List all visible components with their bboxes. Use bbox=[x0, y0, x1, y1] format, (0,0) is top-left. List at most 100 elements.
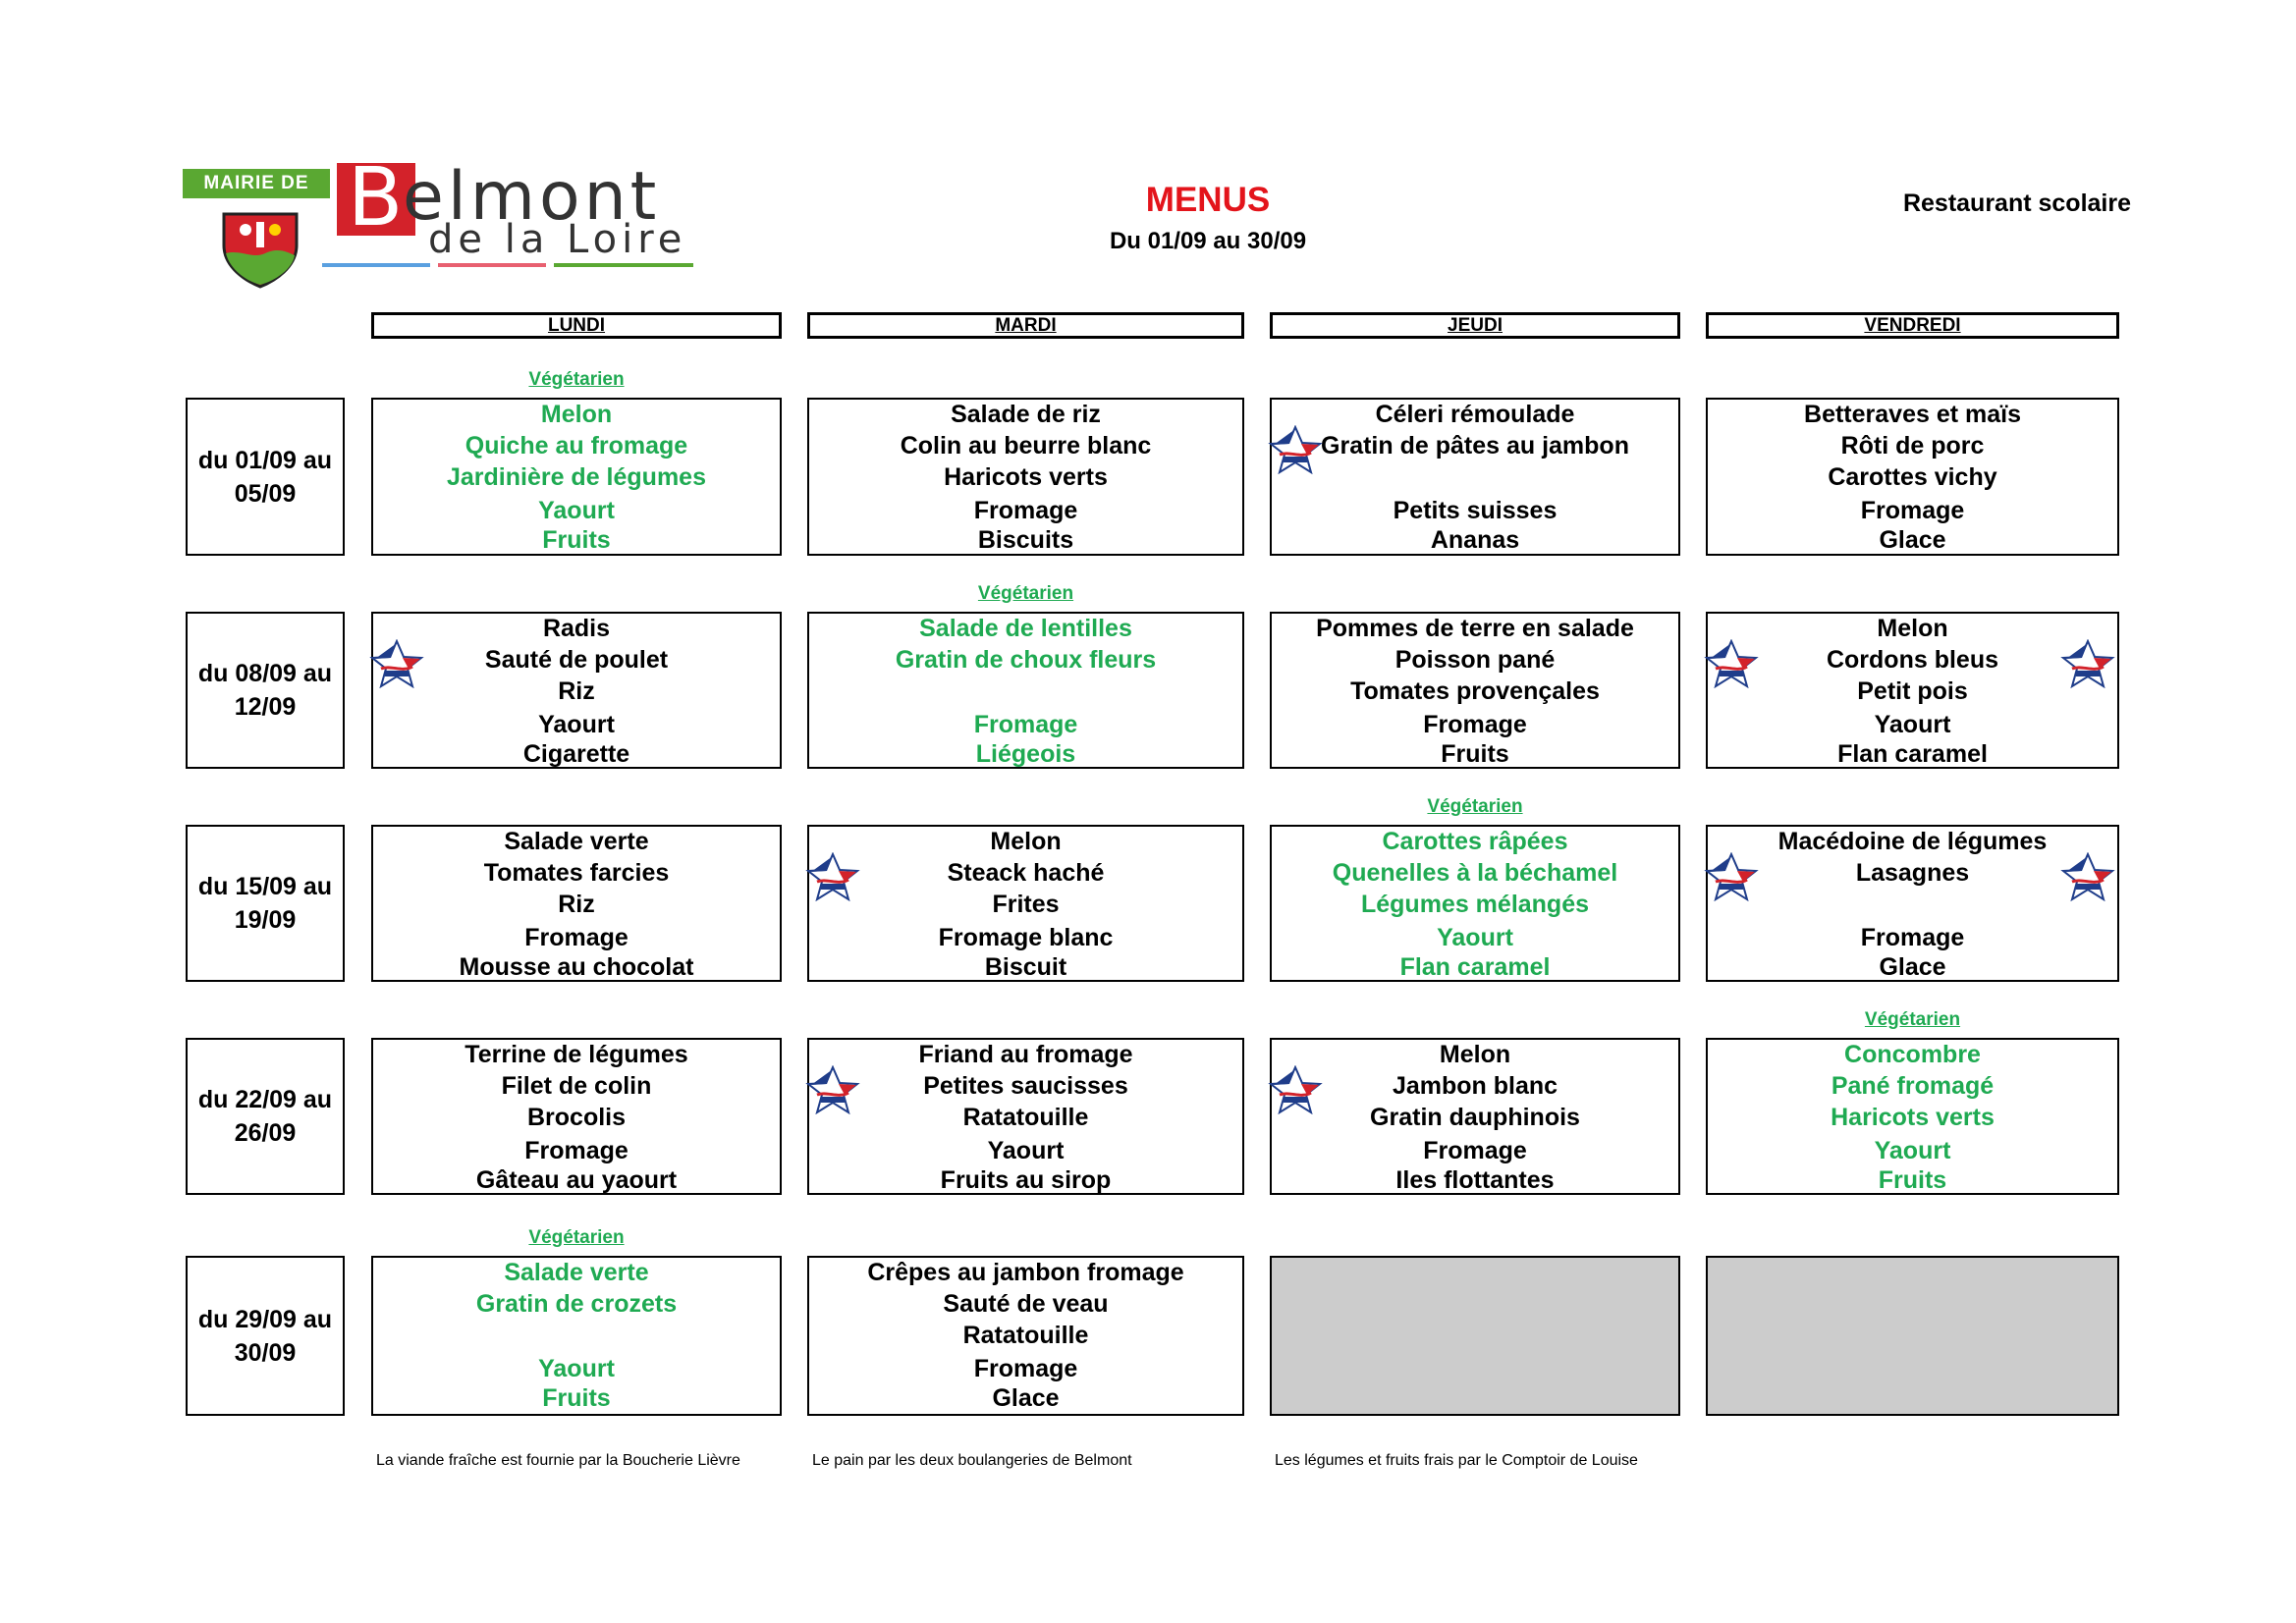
menu-item: Ratatouille bbox=[962, 1104, 1089, 1131]
menu-item: Melon bbox=[1877, 615, 1948, 642]
menu-item: Quiche au fromage bbox=[465, 432, 688, 460]
menu-item: Glace bbox=[1879, 953, 1946, 981]
menu-item: Haricots verts bbox=[944, 463, 1108, 491]
menu-item: Melon bbox=[1439, 1041, 1511, 1068]
menu-item: Cordons bleus bbox=[1826, 646, 1998, 674]
menu-item: Glace bbox=[1879, 526, 1946, 554]
french-origin-star-icon bbox=[805, 851, 860, 902]
menu-item: Yaourt bbox=[538, 497, 615, 524]
menu-item: Fromage bbox=[1423, 711, 1527, 738]
logo-wordmark: elmont bbox=[403, 158, 661, 236]
footer-note-bakery: Le pain par les deux boulangeries de Bel… bbox=[812, 1452, 1132, 1469]
logo-red-block bbox=[337, 163, 415, 236]
menu-item: Salade de lentilles bbox=[919, 615, 1132, 642]
menu-item: Lasagnes bbox=[1855, 859, 1970, 887]
menu-item: Yaourt bbox=[1874, 711, 1951, 738]
menu-item: Melon bbox=[540, 401, 613, 428]
menu-item: Sauté de poulet bbox=[484, 646, 669, 674]
menu-item: Haricots verts bbox=[1831, 1104, 1995, 1131]
menu-item: Salade verte bbox=[504, 1259, 649, 1286]
french-origin-star-icon bbox=[1268, 1064, 1323, 1115]
menu-item: Ratatouille bbox=[962, 1322, 1089, 1349]
menu-item: Friand au fromage bbox=[918, 1041, 1133, 1068]
menu-cell-week5-vendredi bbox=[1706, 1256, 2119, 1416]
vegetarian-tag: Végétarien bbox=[977, 583, 1074, 604]
page-title: MENUS bbox=[1145, 181, 1271, 219]
french-origin-star-icon bbox=[805, 1064, 860, 1115]
menu-item: Fromage bbox=[973, 1355, 1078, 1382]
logo-mairie-tag: MAIRIE DE bbox=[183, 169, 330, 198]
menu-item: Riz bbox=[558, 677, 595, 705]
menu-item: Fromage bbox=[973, 711, 1078, 738]
menu-item: Fromage bbox=[973, 497, 1078, 524]
menu-item: Colin au beurre blanc bbox=[900, 432, 1152, 460]
menu-item: Légumes mélangés bbox=[1360, 891, 1590, 918]
menu-item: Concombre bbox=[1844, 1041, 1981, 1068]
menu-item: Flan caramel bbox=[1837, 740, 1988, 768]
menu-item: Fromage bbox=[524, 1137, 629, 1164]
menu-item: Pommes de terre en salade bbox=[1316, 615, 1634, 642]
menu-item: Brocolis bbox=[526, 1104, 627, 1131]
menu-item: Petits suisses bbox=[1393, 497, 1558, 524]
menu-item: Jambon blanc bbox=[1392, 1072, 1558, 1100]
menu-item: Pané fromagé bbox=[1831, 1072, 1995, 1100]
menu-item: Tomates provençales bbox=[1350, 677, 1600, 705]
french-origin-star-icon bbox=[2060, 851, 2115, 902]
menu-item: Poisson pané bbox=[1394, 646, 1556, 674]
menu-item: Fromage bbox=[1860, 497, 1965, 524]
french-origin-star-icon bbox=[1704, 851, 1759, 902]
menu-item: Rôti de porc bbox=[1840, 432, 1985, 460]
menu-item: Yaourt bbox=[538, 1355, 615, 1382]
menu-item: Filet de colin bbox=[501, 1072, 652, 1100]
menu-cell-week5-jeudi bbox=[1270, 1256, 1680, 1416]
menu-item: Petit pois bbox=[1857, 677, 1968, 705]
menu-item: Carottes vichy bbox=[1828, 463, 1997, 491]
menu-item: Carottes râpées bbox=[1382, 828, 1568, 855]
menu-item: Salade de riz bbox=[951, 401, 1101, 428]
menu-item: Fruits bbox=[1878, 1166, 1947, 1194]
coat-of-arms-icon bbox=[222, 212, 299, 289]
menu-item: Fromage blanc bbox=[938, 924, 1114, 951]
mairie-logo: MAIRIE DE B elmont de la Loire bbox=[183, 157, 693, 290]
menu-item: Biscuit bbox=[984, 953, 1067, 981]
menu-item: Fruits bbox=[542, 526, 611, 554]
menu-item: Tomates farcies bbox=[483, 859, 670, 887]
menu-item: Fruits au sirop bbox=[940, 1166, 1112, 1194]
menu-item: Mousse au chocolat bbox=[459, 953, 694, 981]
day-header-lundi: LUNDI bbox=[371, 312, 782, 339]
menu-item: Betteraves et maïs bbox=[1804, 401, 2021, 428]
logo-underline-graphic bbox=[322, 263, 693, 267]
menu-item: Salade verte bbox=[504, 828, 649, 855]
french-origin-star-icon bbox=[1704, 638, 1759, 689]
menu-item: Crêpes au jambon fromage bbox=[867, 1259, 1184, 1286]
menu-item: Fromage bbox=[1860, 924, 1965, 951]
menu-item: Iles flottantes bbox=[1395, 1166, 1555, 1194]
menu-item: Yaourt bbox=[987, 1137, 1065, 1164]
french-origin-star-icon bbox=[1268, 424, 1323, 475]
menu-item: Glace bbox=[992, 1384, 1060, 1412]
menu-item: Terrine de légumes bbox=[465, 1041, 688, 1068]
vegetarian-tag: Végétarien bbox=[1427, 796, 1523, 817]
restaurant-label: Restaurant scolaire bbox=[1902, 189, 2131, 217]
vegetarian-tag: Végétarien bbox=[1864, 1009, 1961, 1030]
menu-item: Fromage bbox=[524, 924, 629, 951]
menu-item: Quenelles à la béchamel bbox=[1332, 859, 1618, 887]
footer-note-butcher: La viande fraîche est fournie par la Bou… bbox=[376, 1452, 740, 1469]
menu-item: Radis bbox=[542, 615, 611, 642]
